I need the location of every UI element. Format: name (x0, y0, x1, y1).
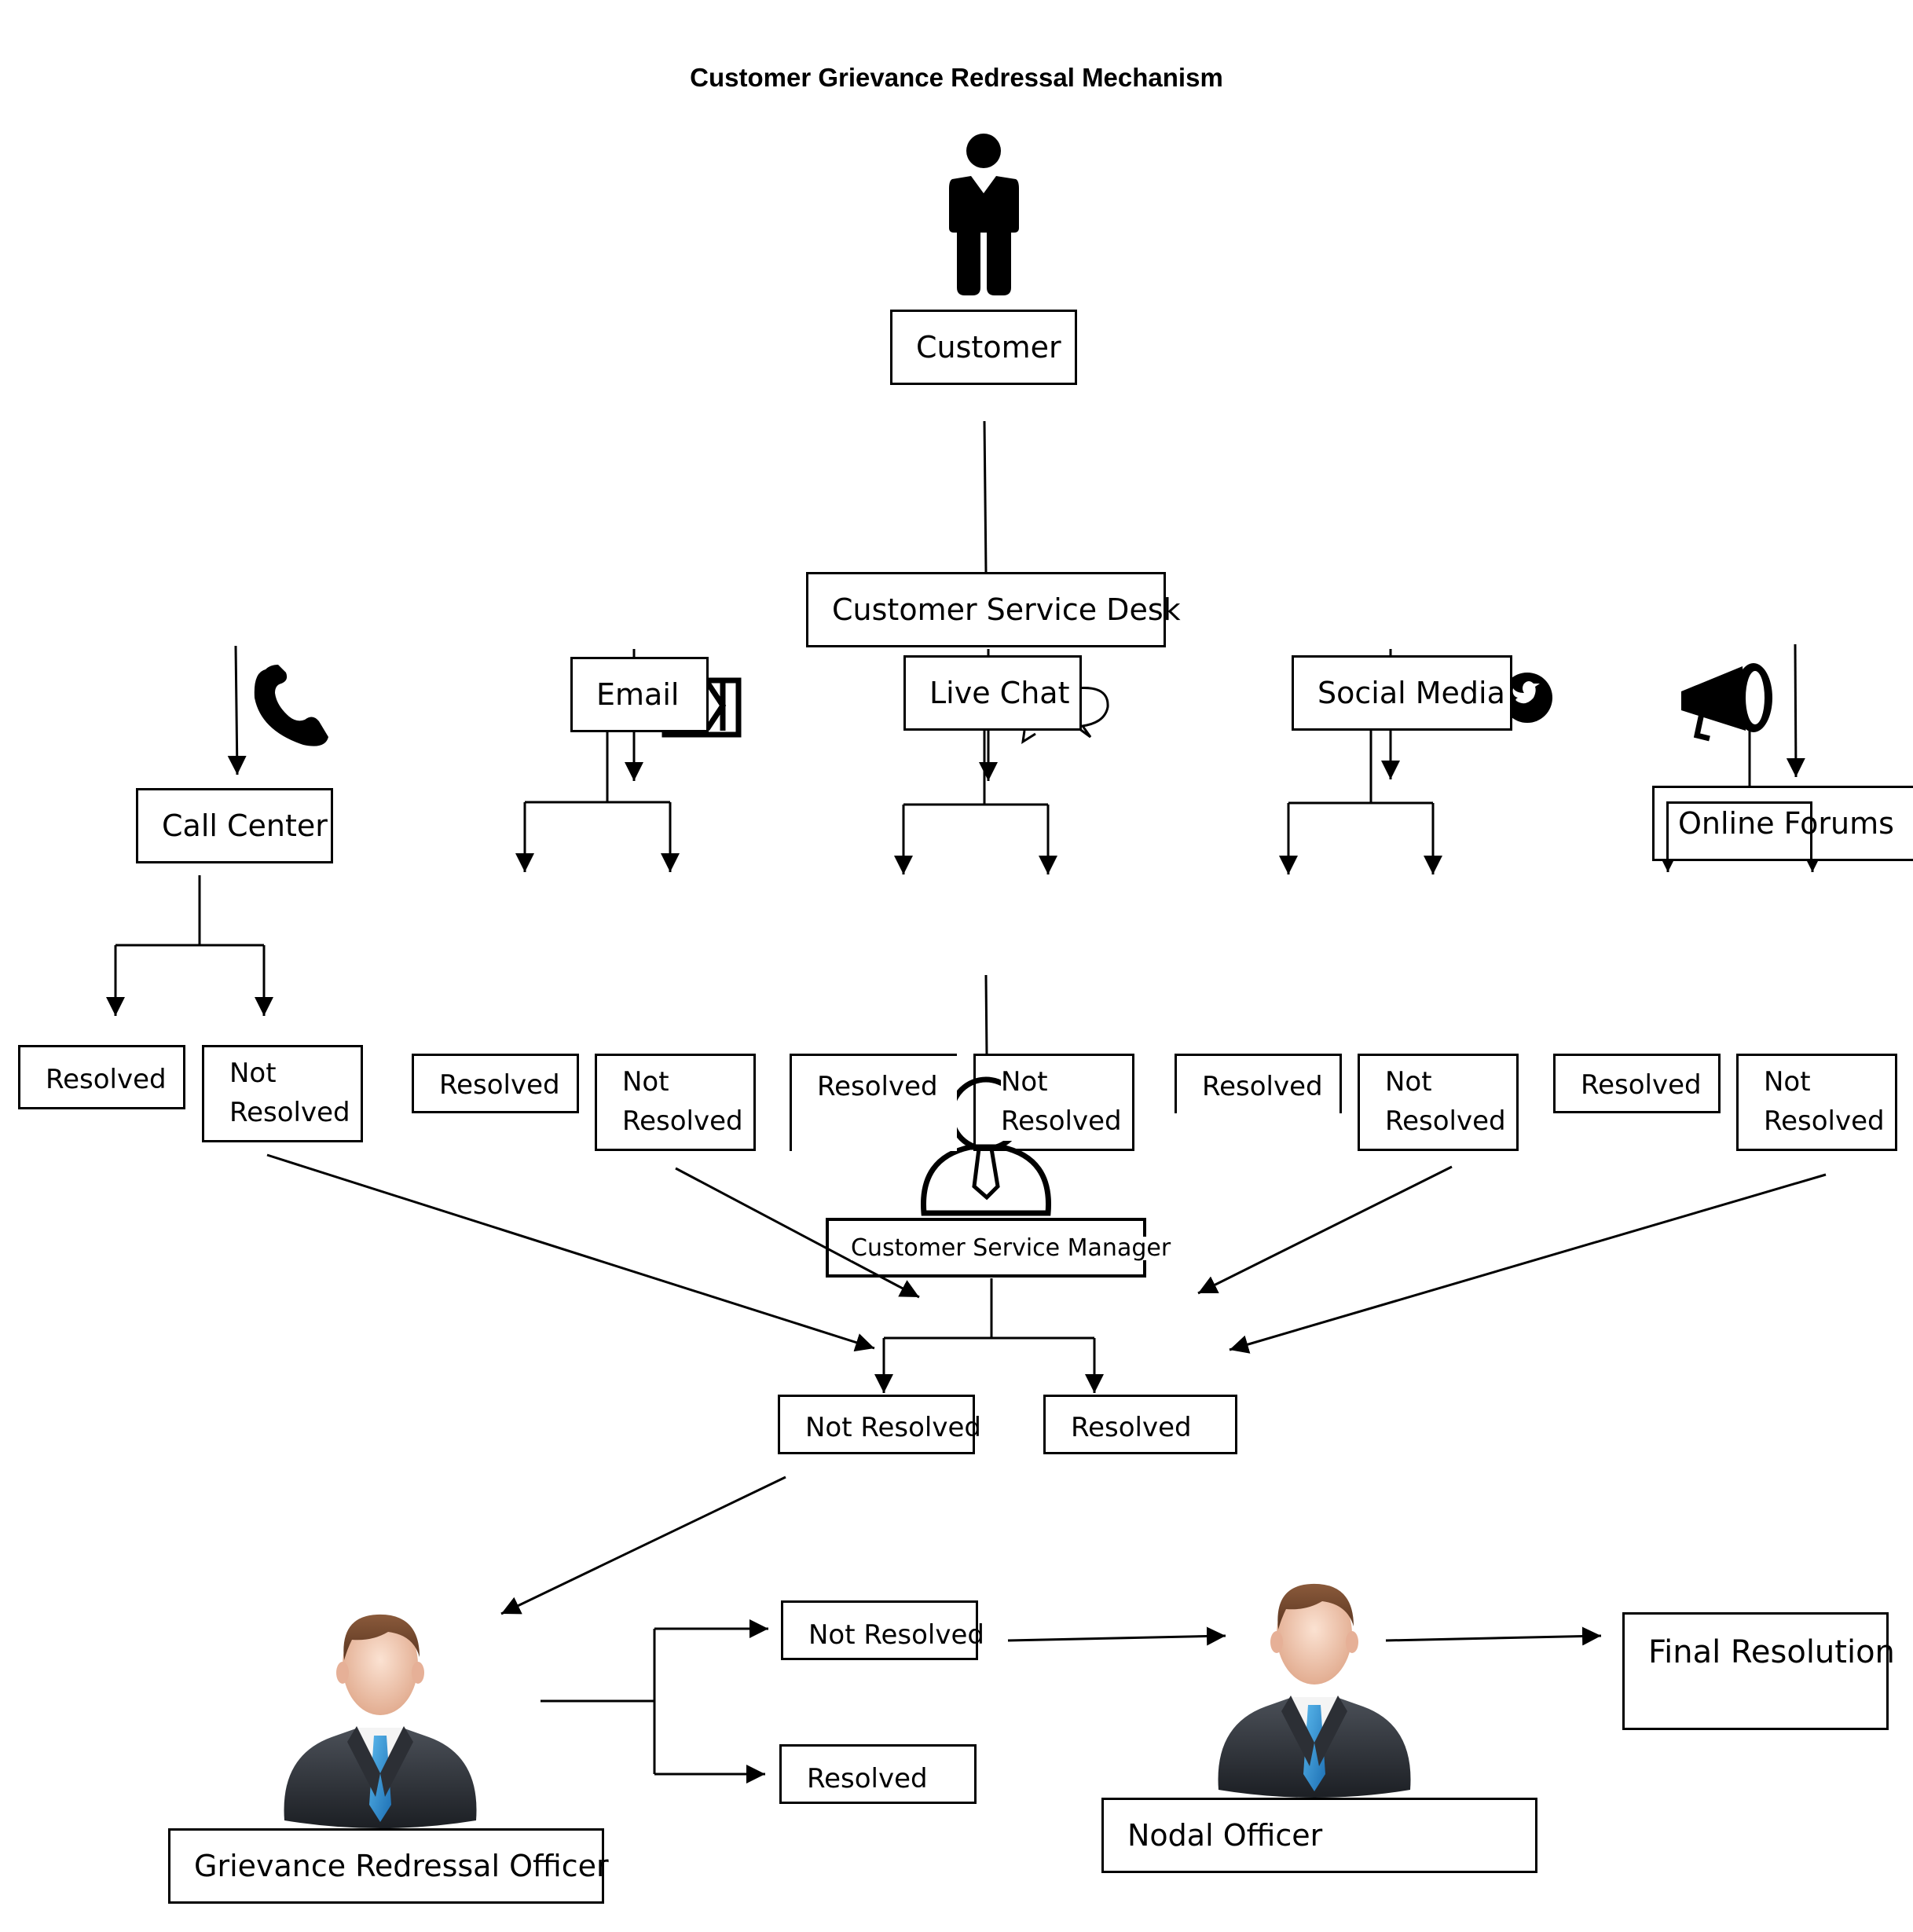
email-box: Email (570, 657, 709, 732)
line-customer-desk (983, 420, 988, 573)
outcome-label: Resolved (807, 1763, 928, 1795)
online-forums-inner-box (1666, 801, 1812, 861)
forums-resolved-box: Resolved (1553, 1054, 1721, 1113)
service-manager-box: Customer Service Manager (826, 1218, 1171, 1278)
nodal-officer-box: Nodal Officer (1101, 1798, 1537, 1873)
final-resolution-label: Final Resolution (1648, 1634, 1895, 1670)
customer-label: Customer (916, 330, 1061, 365)
nodal-officer-label: Nodal Officer (1127, 1818, 1323, 1853)
grievance-officer-box: Grievance Redressal Officer (168, 1828, 609, 1904)
call-center-label: Call Center (162, 808, 328, 843)
outcome-label: Not Resolved (808, 1619, 984, 1651)
person-icon (949, 134, 1019, 295)
arrow-to-grievance-officer (500, 1476, 786, 1615)
outcome-label: Resolved (1071, 1412, 1192, 1443)
outcome-label: Resolved (1581, 1069, 1702, 1101)
arrow-into-call-center (227, 645, 247, 775)
service-manager-label: Customer Service Manager (851, 1234, 1171, 1262)
arrow-callcenter-to-manager (266, 1153, 875, 1352)
phone-icon (254, 665, 328, 746)
outcome-label: Resolved (817, 1071, 938, 1102)
social-media-label: Social Media (1317, 676, 1505, 710)
social-resolved-box: Resolved (1175, 1054, 1342, 1113)
chat-resolved-box: Resolved (790, 1054, 957, 1151)
officer-avatar-icon (1218, 1583, 1411, 1798)
service-desk-box: Customer Service Desk (806, 572, 1181, 647)
call-center-resolved-box: Resolved (18, 1045, 185, 1109)
arrow-social-to-manager (1197, 1165, 1453, 1295)
customer-box: Customer (890, 310, 1077, 385)
grievance-officer-label: Grievance Redressal Officer (194, 1849, 609, 1883)
diagram-title: Customer Grievance Redressal Mechanism (690, 63, 1223, 92)
outcome-label: Resolved (1202, 1071, 1323, 1102)
outcome-label: Not Resolved (805, 1412, 981, 1443)
service-desk-label: Customer Service Desk (832, 592, 1181, 627)
officer-not-resolved-box: Not Resolved (781, 1600, 984, 1660)
outcome-label: Resolved (439, 1069, 560, 1101)
officer-avatar-icon (284, 1614, 477, 1828)
manager-not-resolved-box: Not Resolved (778, 1395, 981, 1454)
call-center-box: Call Center (136, 788, 333, 863)
online-forums-label: Online Forums (1678, 806, 1894, 841)
megaphone-icon (1681, 663, 1772, 742)
arrow-to-final-resolution (1385, 1626, 1602, 1646)
email-label: Email (596, 677, 680, 712)
manager-resolved-box: Resolved (1043, 1395, 1237, 1454)
email-resolved-box: Resolved (412, 1054, 579, 1113)
officer-resolved-box: Resolved (779, 1744, 977, 1804)
twitter-icon (1502, 673, 1552, 723)
live-chat-label: Live Chat (929, 676, 1070, 710)
social-media-box: Social Media (1292, 655, 1512, 731)
arrow-to-nodal-officer (1007, 1626, 1226, 1646)
final-resolution-box: Final Resolution (1622, 1612, 1895, 1730)
online-forums-box: Online Forums (1652, 786, 1913, 861)
arrow-forums-to-manager (1229, 1173, 1827, 1354)
live-chat-box: Live Chat (903, 655, 1082, 731)
outcome-label: Resolved (46, 1064, 167, 1095)
